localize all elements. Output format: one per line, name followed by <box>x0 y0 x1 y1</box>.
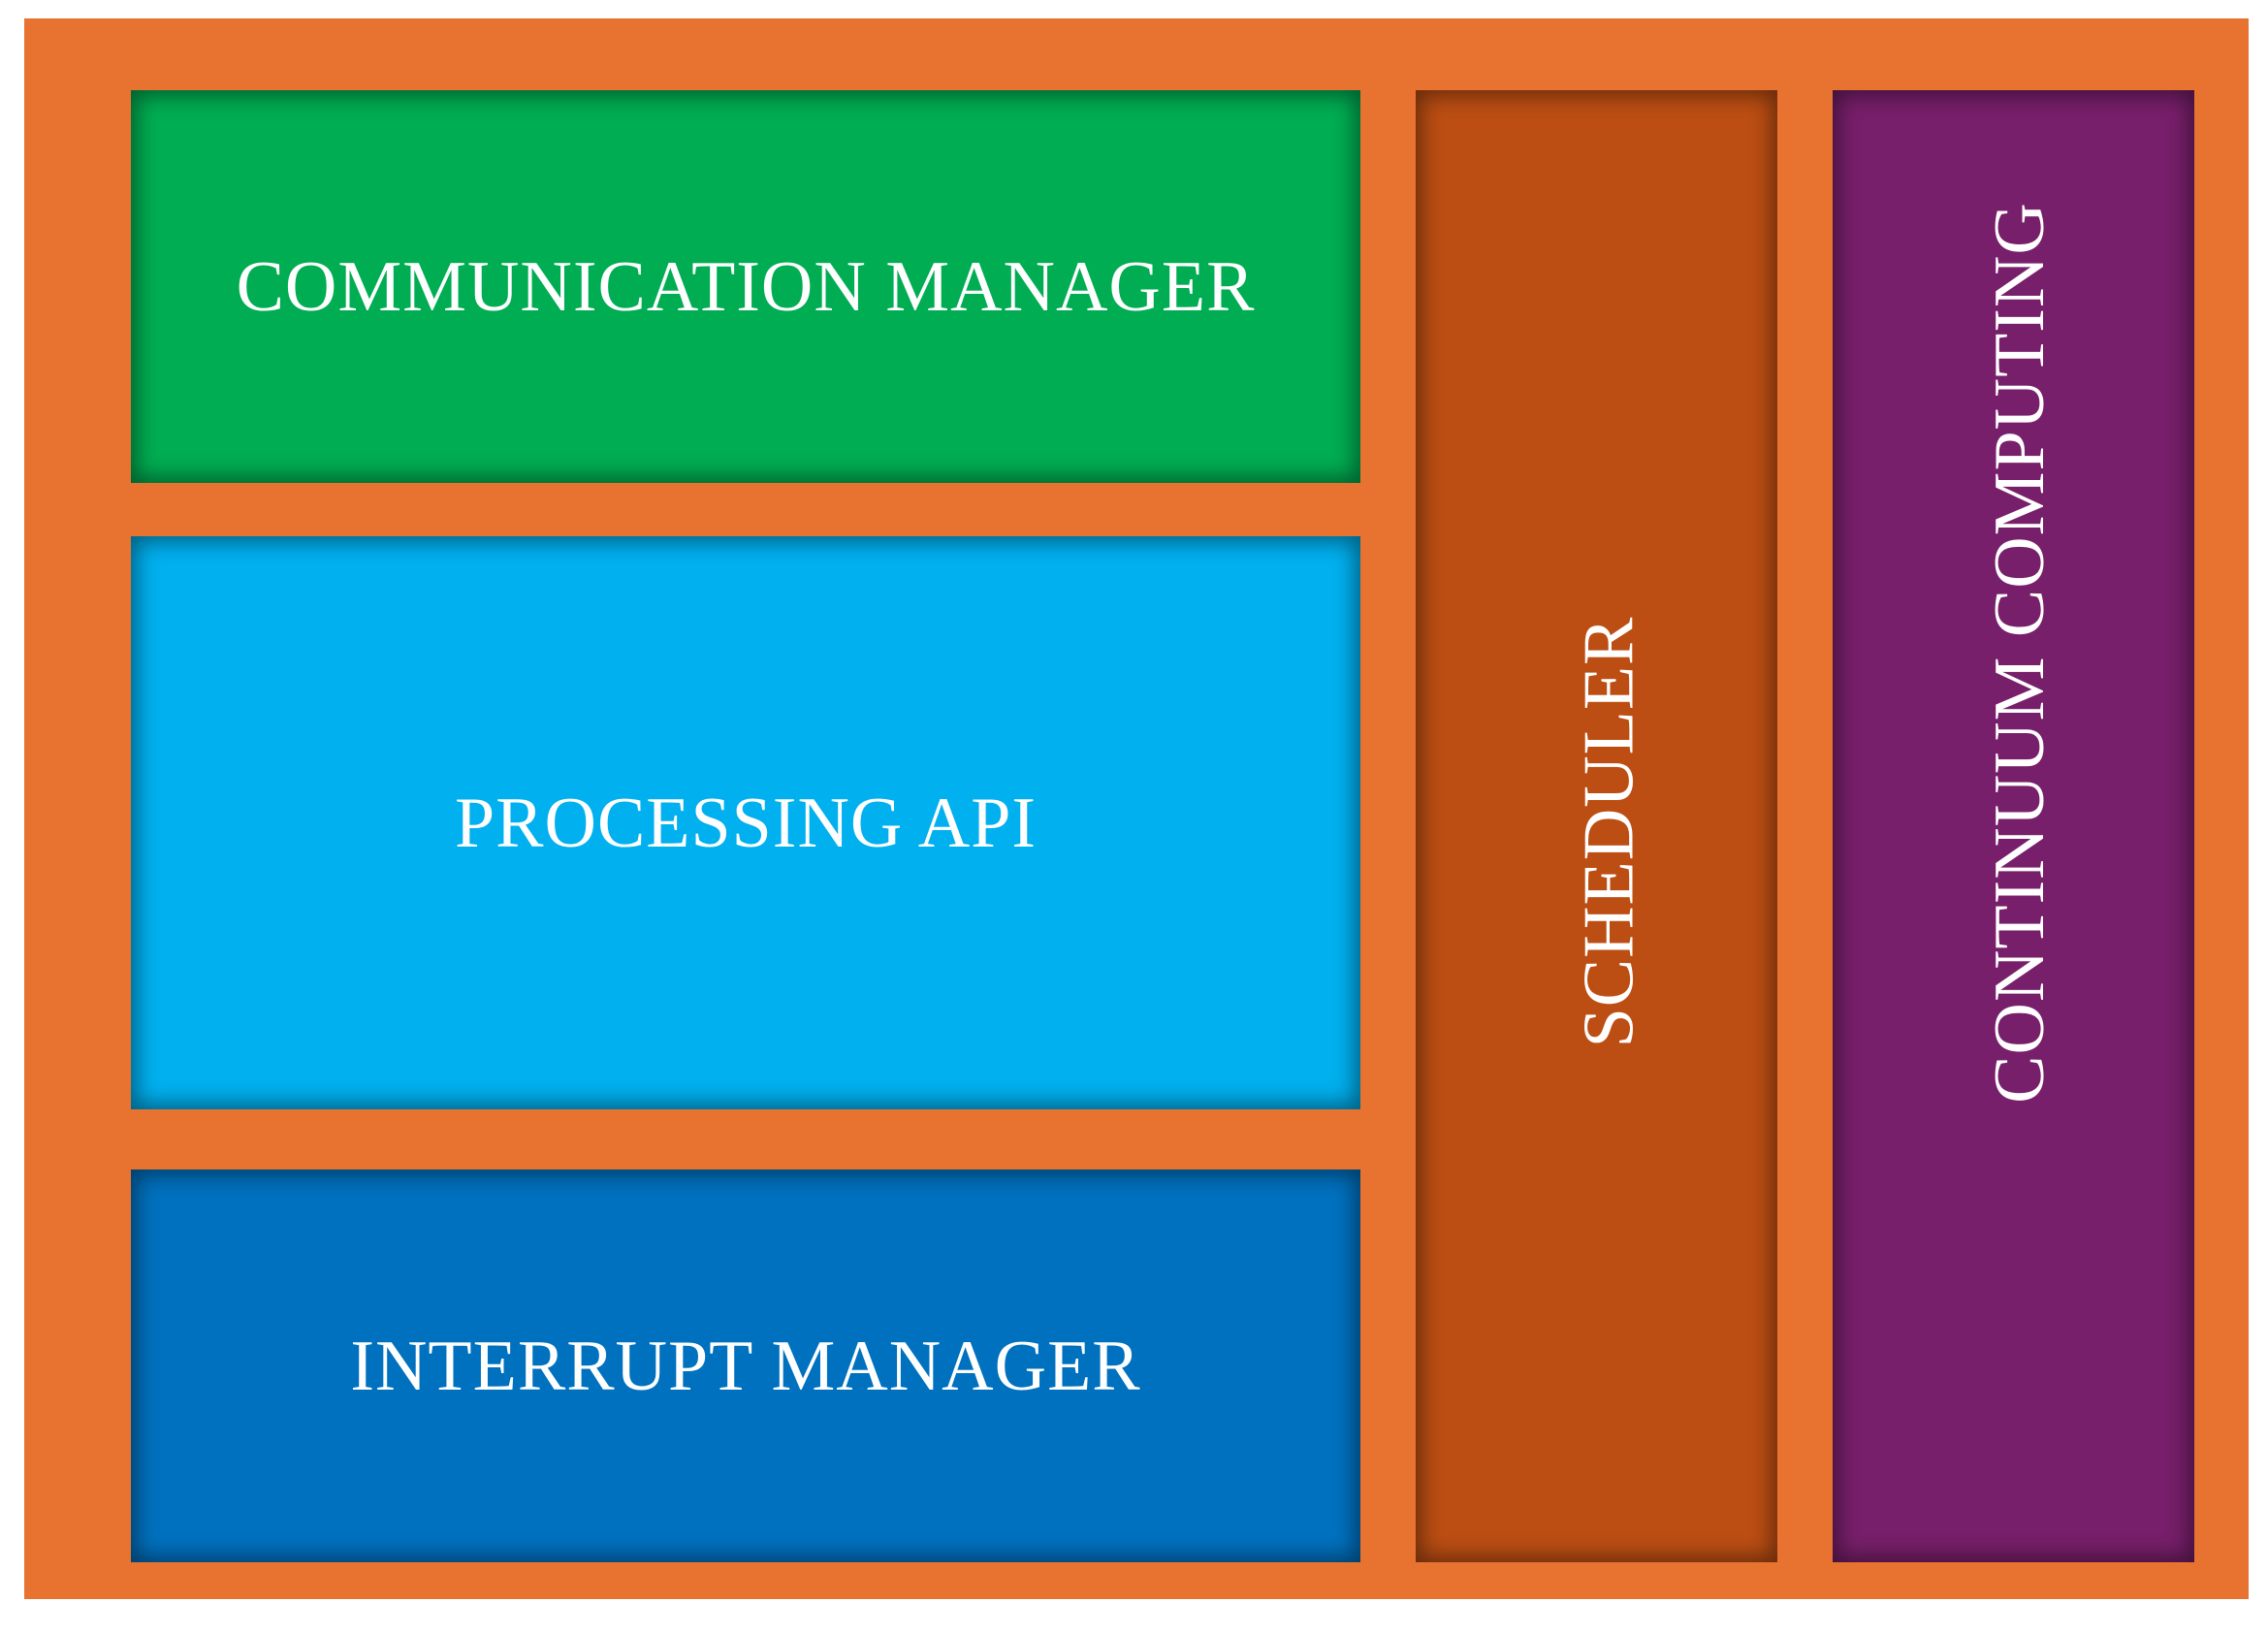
architecture-frame: COMMUNICATION MANAGER PROCESSING API INT… <box>24 18 2249 1599</box>
communication-manager-block: COMMUNICATION MANAGER <box>131 90 1360 483</box>
interrupt-manager-block: INTERRUPT MANAGER <box>131 1169 1360 1562</box>
scheduler-block: SCHEDULER <box>1416 90 1777 1562</box>
interrupt-manager-label: INTERRUPT MANAGER <box>350 1326 1141 1406</box>
communication-manager-label: COMMUNICATION MANAGER <box>236 246 1256 327</box>
scheduler-label: SCHEDULER <box>1569 616 1649 1048</box>
processing-api-label: PROCESSING API <box>454 783 1037 863</box>
continuum-computing-label: CONTINUUM COMPUTING <box>1979 202 2060 1104</box>
processing-api-block: PROCESSING API <box>131 536 1360 1109</box>
continuum-computing-block: CONTINUUM COMPUTING <box>1833 90 2194 1562</box>
